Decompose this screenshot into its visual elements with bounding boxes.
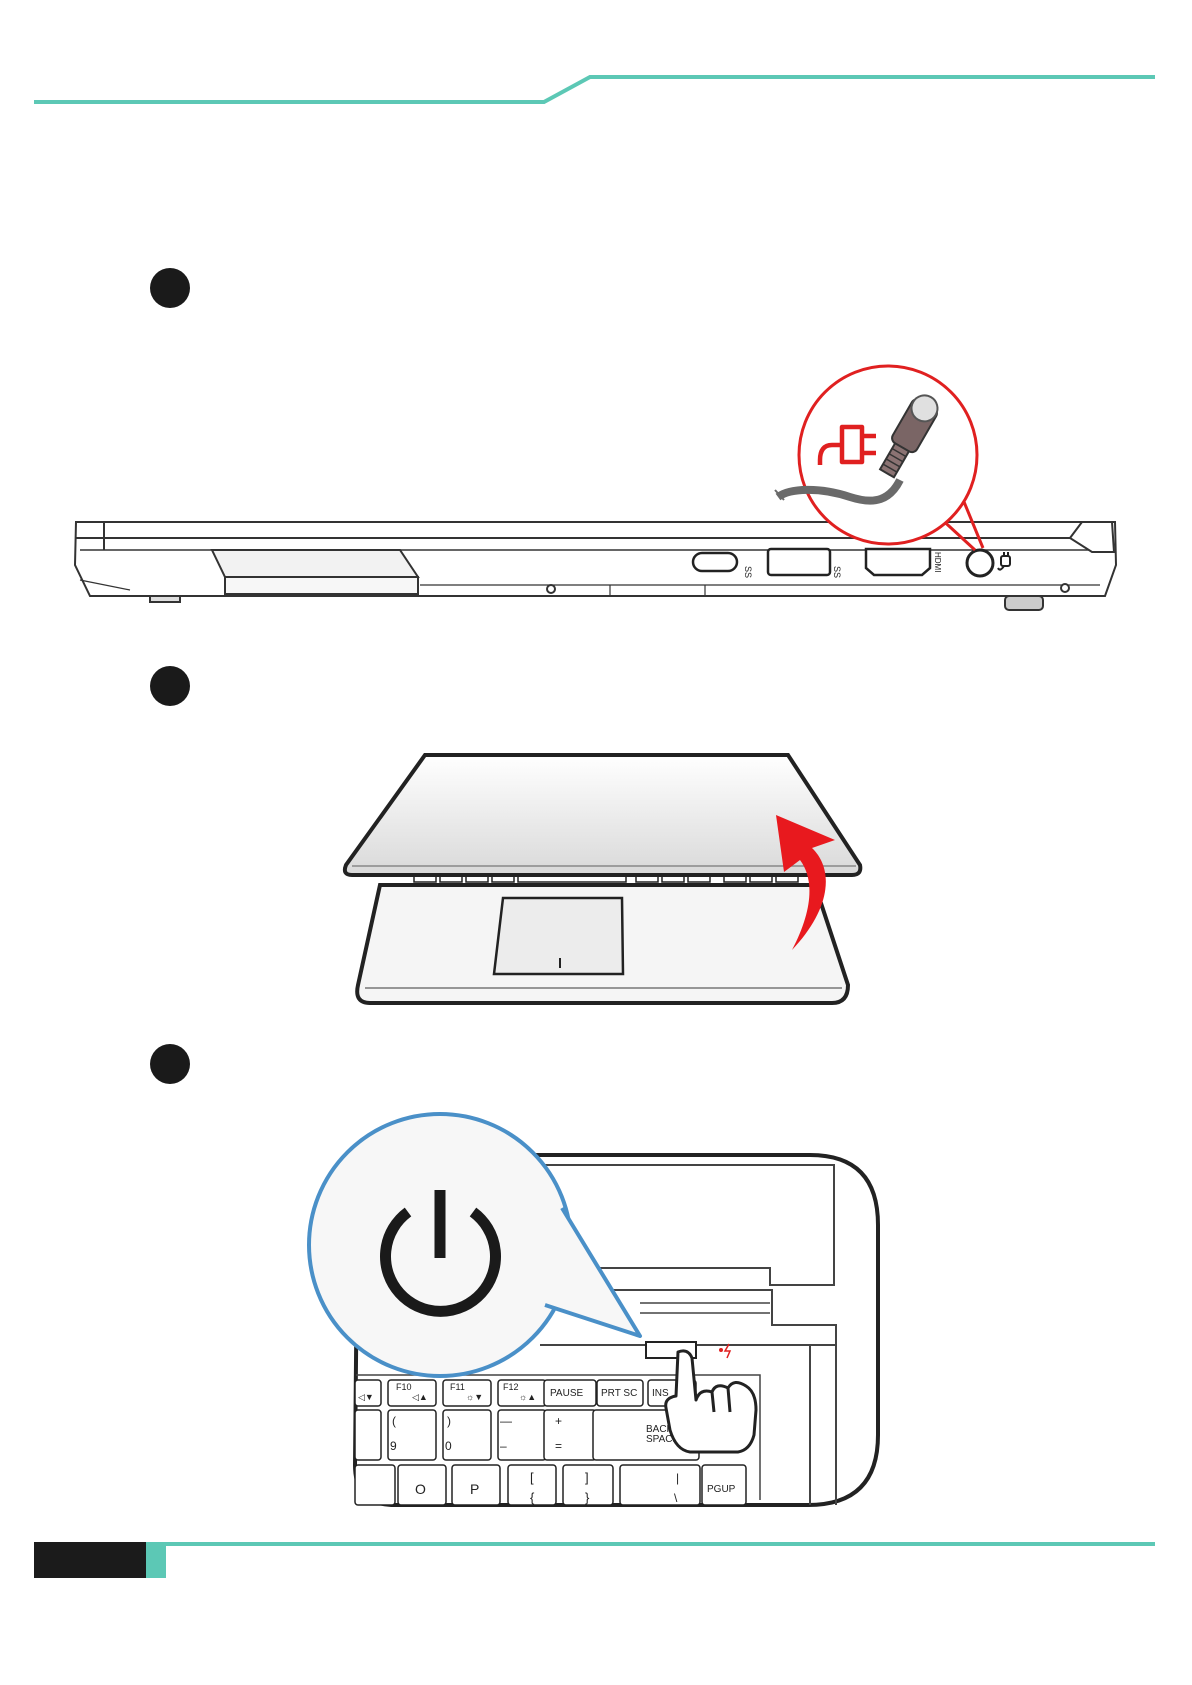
key-minus-bottom: – bbox=[500, 1439, 507, 1453]
key-0-top: ) bbox=[447, 1414, 451, 1428]
key-f10-sub: ◁▲ bbox=[412, 1392, 428, 1402]
key-prtsc-label: PRT SC bbox=[601, 1388, 637, 1399]
key-f9-sub: ◁▼ bbox=[358, 1392, 374, 1402]
key-p-label: P bbox=[470, 1481, 479, 1497]
key-f11-sub: ☼▼ bbox=[466, 1392, 483, 1402]
key-pgup-label: PGUP bbox=[707, 1484, 736, 1495]
key-pipe-top: | bbox=[676, 1471, 679, 1485]
power-button-illustration: ◁▼ F10 ◁▲ F11 ☼▼ F12 ☼▲ PAUSE PRT SC INS… bbox=[0, 0, 1192, 1530]
key-9-bottom: 9 bbox=[390, 1439, 397, 1453]
key-f11-label: F11 bbox=[450, 1382, 465, 1392]
key-bracket-right-top: ] bbox=[585, 1470, 589, 1485]
key-minus-top: — bbox=[500, 1414, 512, 1428]
key-f10-label: F10 bbox=[396, 1382, 412, 1392]
key-bracket-left-bottom: { bbox=[530, 1490, 535, 1505]
footer-rule bbox=[0, 1530, 1192, 1590]
key-bracket-right-bottom: } bbox=[585, 1490, 590, 1505]
key-f12-label: F12 bbox=[503, 1382, 519, 1392]
key-9-top: ( bbox=[392, 1414, 396, 1428]
key-equal-top: + bbox=[555, 1414, 562, 1428]
key-pause-label: PAUSE bbox=[550, 1388, 583, 1399]
key-o-label: O bbox=[415, 1481, 426, 1497]
key-0-bottom: 0 bbox=[445, 1439, 452, 1453]
key-equal-bottom: = bbox=[555, 1439, 562, 1453]
key-bracket-left-top: [ bbox=[530, 1470, 534, 1485]
key-f12-sub: ☼▲ bbox=[519, 1392, 536, 1402]
key-ins-label: INS bbox=[652, 1388, 669, 1399]
